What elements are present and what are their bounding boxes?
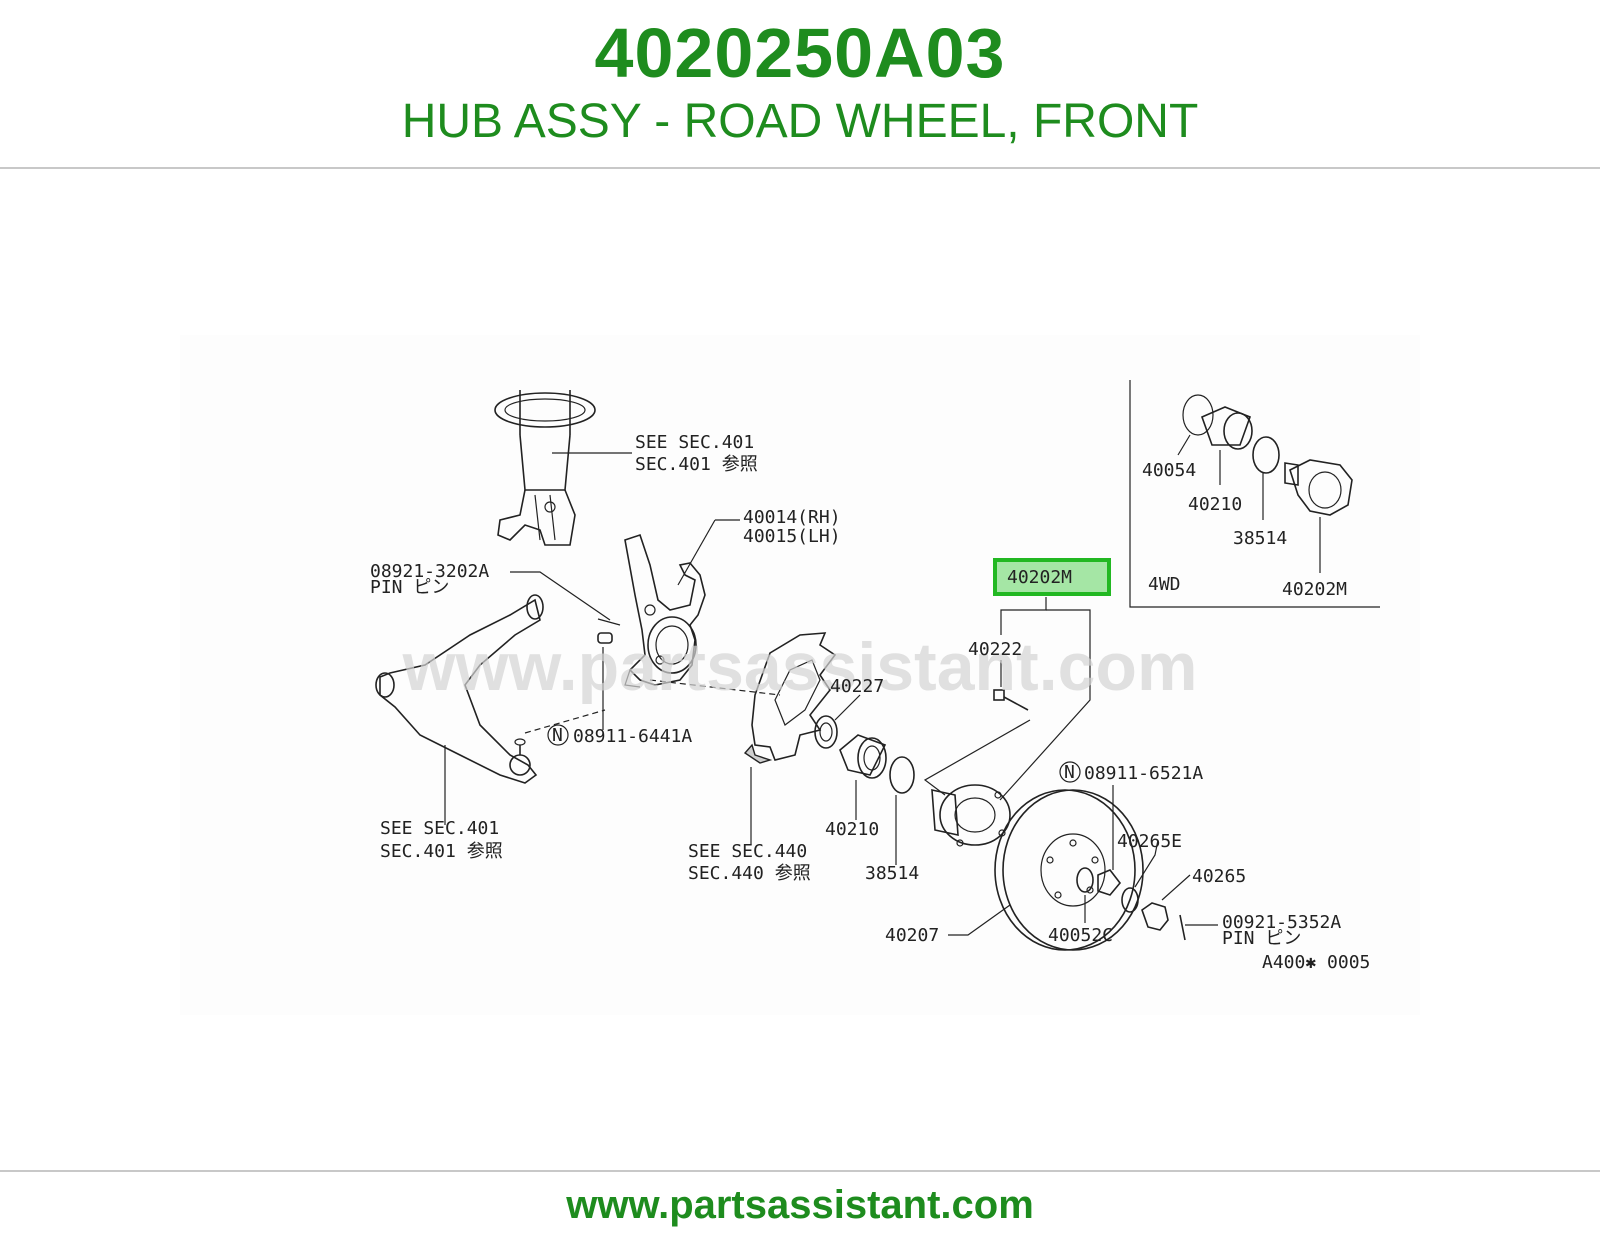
bearing-drawing (839, 734, 887, 779)
lock-cap-drawing (1141, 902, 1169, 931)
washer-c-drawing (1076, 867, 1094, 893)
callout-knuckle-lh: 40015(LH) (743, 526, 841, 547)
inset-callout-38514: 38514 (1233, 528, 1287, 549)
inset-frame (1129, 380, 1380, 608)
nut-marker-2 (1059, 761, 1081, 783)
nut-small (597, 632, 613, 644)
highlighted-part-box[interactable] (993, 558, 1111, 596)
hub-bolt-drawing (993, 689, 1029, 711)
lower-arm-drawing (375, 594, 544, 784)
callout-shield-see-2: SEC.440 参照 (688, 863, 811, 884)
callout-nut-2: 08911-6521A (1084, 763, 1203, 784)
callout-pin-top-1: 08921-3202A (370, 561, 489, 582)
callout-washer-e: 40265E (1117, 831, 1182, 852)
callout-pin-bottom-1: 00921-5352A (1222, 912, 1341, 933)
callout-bolt: 40222 (968, 639, 1022, 660)
splash-shield-drawing (743, 632, 837, 764)
inset-hub-drawing (1284, 459, 1353, 516)
header-divider (0, 167, 1600, 169)
callout-highlighted-part[interactable]: 40202M (1007, 567, 1072, 588)
inset-callout-40054: 40054 (1142, 460, 1196, 481)
leader-cap (1161, 874, 1191, 901)
callout-strut-see-1: SEE SEC.401 (635, 432, 754, 453)
cotter-pin-bottom (1179, 914, 1186, 941)
brake-rotor-drawing (994, 789, 1144, 951)
inset-o-ring-drawing (1182, 394, 1214, 436)
page-header: 4020250A03 HUB ASSY - ROAD WHEEL, FRONT (0, 0, 1600, 170)
nut-marker-2-letter: N (1064, 762, 1075, 783)
callout-cap: 40265 (1192, 866, 1246, 887)
watermark-text: www.partsassistant.com (402, 629, 1198, 705)
exploded-view-drawing: www.partsassistant.com SEE SEC.401 SEC.4… (370, 380, 1380, 973)
inset-leader-40054 (1177, 434, 1191, 456)
leader-highlight-right (999, 609, 1091, 801)
inset-label-4wd: 4WD (1148, 574, 1181, 595)
callout-knuckle-rh: 40014(RH) (743, 507, 841, 528)
seal-drawing (814, 715, 838, 749)
assembly-dash-arm (524, 709, 606, 734)
leader-seal (834, 694, 861, 721)
hub-nut-drawing (1097, 869, 1122, 896)
callout-washer-c: 40052C (1048, 925, 1113, 946)
figure-code: A400✱ 0005 (1262, 952, 1370, 973)
callout-seal: 40227 (830, 676, 884, 697)
inset-callout-40202m: 40202M (1282, 579, 1347, 600)
callout-strut-see-2: SEC.401 参照 (635, 454, 758, 475)
leader-pin-top (510, 571, 611, 621)
nut-marker-1-letter: N (552, 725, 563, 746)
hub-drawing (931, 784, 1011, 847)
nut-marker-1 (547, 724, 569, 746)
callout-arm-see-1: SEE SEC.401 (380, 818, 499, 839)
callout-rotor: 40207 (885, 925, 939, 946)
leader-highlight-left (1000, 597, 1047, 635)
washer-e-drawing (1121, 887, 1139, 913)
callout-shield-see-1: SEE SEC.440 (688, 841, 807, 862)
leader-bolt-hub (923, 719, 1031, 796)
parts-diagram: www.partsassistant.com SEE SEC.401 SEC.4… (180, 335, 1420, 1015)
callout-bearing: 40210 (825, 819, 879, 840)
leader-knuckle-a (677, 519, 716, 586)
cotter-pin-top (597, 618, 621, 626)
callout-nut-1: 08911-6441A (573, 726, 692, 747)
footer-site-link[interactable]: www.partsassistant.com (566, 1183, 1034, 1227)
callout-pin-bottom-2: PIN ピン (1222, 928, 1301, 949)
inset-bearing-drawing (1200, 406, 1253, 450)
leader-rotor (948, 904, 1011, 936)
footer-divider (0, 1170, 1600, 1172)
snap-ring-drawing (889, 756, 915, 794)
callout-arm-see-2: SEC.401 参照 (380, 841, 503, 862)
callout-snap-ring: 38514 (865, 863, 919, 884)
knuckle-drawing (624, 533, 706, 688)
inset-callout-40210: 40210 (1188, 494, 1242, 515)
inset-snap-ring-drawing (1252, 436, 1280, 474)
callout-pin-top-2: PIN ピン (370, 577, 449, 598)
part-description: HUB ASSY - ROAD WHEEL, FRONT (401, 95, 1199, 148)
leader-washer-e (1134, 839, 1159, 888)
assembly-dash-shield (649, 679, 781, 696)
part-number-title: 4020250A03 (594, 14, 1006, 92)
strut-drawing (494, 390, 596, 546)
